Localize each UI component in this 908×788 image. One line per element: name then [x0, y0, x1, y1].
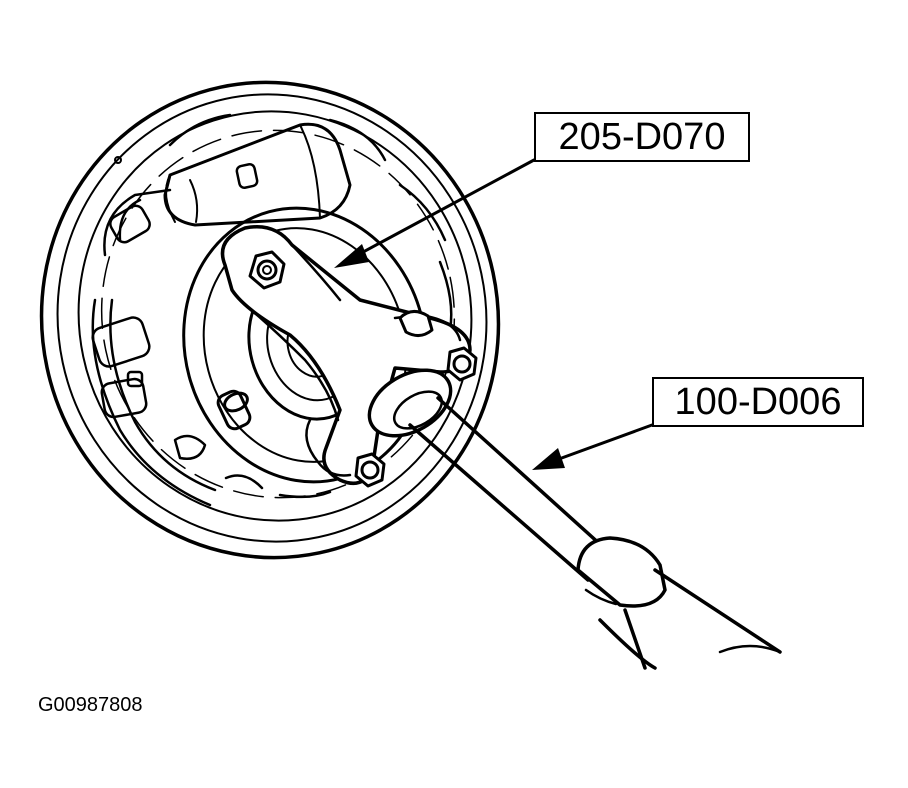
leader-arrow-right — [532, 423, 654, 470]
backing-plate — [39, 80, 501, 560]
wheel-cylinder — [163, 122, 352, 227]
tool-label-205-d070: 205-D070 — [534, 112, 750, 162]
leader-arrow-top — [334, 158, 536, 268]
brake-shoe-left — [91, 113, 453, 507]
yoke-bolts — [248, 250, 478, 488]
figure-id: G00987808 — [38, 694, 143, 716]
tool-label-100-d006: 100-D006 — [652, 377, 864, 427]
slide-hammer — [367, 368, 782, 670]
